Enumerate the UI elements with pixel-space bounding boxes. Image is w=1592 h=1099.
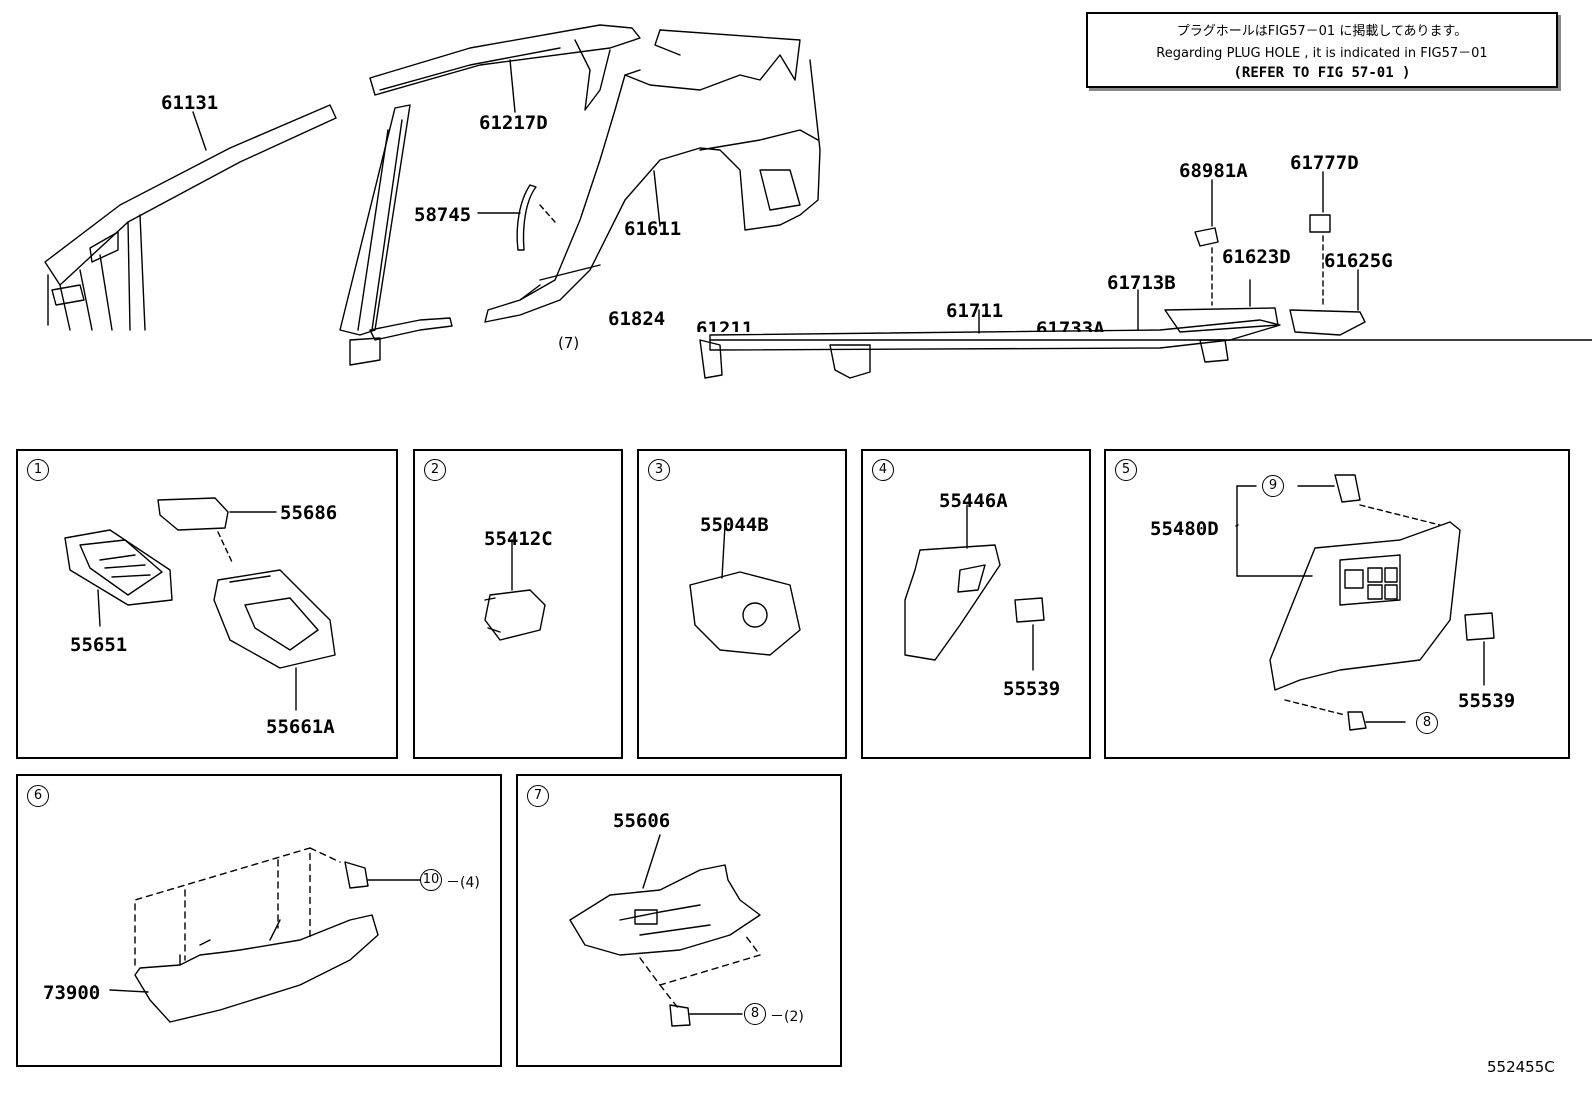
roof-side-rail-part	[44, 104, 337, 331]
reference-note-box: プラグホールはFIG57－01 に掲載してあります。 Regarding PLU…	[1086, 12, 1558, 88]
part-number-58745: 58745	[414, 204, 472, 226]
note-line-japanese: プラグホールはFIG57－01 に掲載してあります。	[1176, 24, 1468, 39]
part-number-55539-b: 55539	[1458, 690, 1516, 712]
panel-3-number: 3	[648, 459, 670, 481]
panel-6-number: 6	[27, 785, 49, 807]
part-number-61733a: 61733A	[1036, 318, 1105, 332]
panel-4-number: 4	[872, 459, 894, 481]
rear-extension-parts	[1164, 171, 1366, 336]
part-number-61217d: 61217D	[479, 112, 548, 134]
panel-7-number: 7	[527, 785, 549, 807]
quarter-panel-part	[484, 29, 821, 323]
panel6-art	[109, 847, 421, 1023]
callout-8-panel7: 8	[744, 1003, 766, 1025]
part-number-55412c: 55412C	[484, 528, 553, 550]
panel-1-number: 1	[27, 459, 49, 481]
panel5-art	[1235, 474, 1495, 731]
part-number-55446a: 55446A	[939, 490, 1008, 512]
callout-8-panel5: 8	[1416, 712, 1438, 734]
part-number-68981a: 68981A	[1179, 160, 1248, 182]
detail-ref-7-num: 7	[563, 334, 574, 352]
detail-panel-5	[1104, 449, 1570, 759]
quantity-note-10: －(4)	[446, 875, 480, 891]
detail-panel-3	[637, 449, 847, 759]
callout-10: 10	[420, 869, 442, 891]
panel-2-number: 2	[424, 459, 446, 481]
part-number-61777d: 61777D	[1290, 152, 1359, 174]
panel1-art	[64, 497, 336, 711]
rocker-panel-part	[699, 289, 1592, 379]
part-number-73900: 73900	[43, 982, 101, 1004]
part-number-55661a: 55661A	[266, 716, 335, 738]
part-number-61824: 61824	[608, 308, 666, 330]
part-number-61713b: 61713B	[1107, 272, 1176, 294]
detail-ref-7: (7)	[558, 334, 580, 352]
part-number-55044b: 55044B	[700, 514, 769, 536]
detail-panel-1	[16, 449, 398, 759]
figure-code: 552455C	[1487, 1058, 1555, 1076]
panel-5-number: 5	[1115, 459, 1137, 481]
part-number-55480d: 55480D	[1150, 518, 1219, 540]
part-number-61131: 61131	[161, 92, 219, 114]
detail-panel-2	[413, 449, 623, 759]
part-number-61623d: 61623D	[1222, 246, 1291, 268]
part-number-61611: 61611	[624, 218, 682, 240]
detail-panel-6	[16, 774, 502, 1067]
note-line-refer: (REFER TO FIG 57-01 )	[1233, 65, 1411, 81]
note-line-english: Regarding PLUG HOLE , it is indicated in…	[1156, 46, 1488, 61]
wheel-house-seal-part	[477, 184, 556, 251]
panel4-art	[904, 504, 1045, 671]
part-number-55606: 55606	[613, 810, 671, 832]
part-number-55539-a: 55539	[1003, 678, 1061, 700]
part-number-61625g: 61625G	[1324, 250, 1393, 272]
center-pillar-part	[339, 104, 453, 366]
detail-panel-7	[516, 774, 842, 1067]
quantity-note-8: －(2)	[770, 1009, 804, 1025]
panel7-art	[569, 834, 761, 1027]
callout-9: 9	[1262, 475, 1284, 497]
detail-panel-4	[861, 449, 1091, 759]
part-number-61711: 61711	[946, 300, 1004, 322]
roof-rail-outer-part	[369, 24, 641, 113]
panel3-art	[689, 524, 801, 656]
panel2-art	[484, 539, 546, 641]
part-number-55686: 55686	[280, 502, 338, 524]
part-number-61211: 61211	[696, 318, 754, 332]
part-number-55651: 55651	[70, 634, 128, 656]
